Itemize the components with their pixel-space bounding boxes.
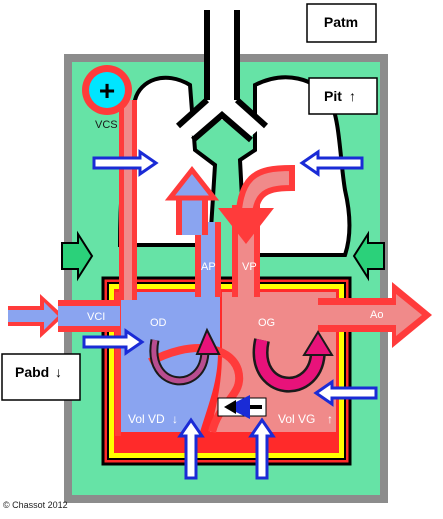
pressure-arrow-left-ventricle-bottom [248, 417, 276, 480]
pressure-arrow-right-lung [92, 149, 159, 177]
pressure-arrow-left-lung [299, 149, 364, 177]
od-label: OD [150, 317, 167, 329]
chest-wall-arrow-left [61, 230, 94, 282]
pulmonary-artery [164, 165, 221, 297]
pit-label: Pit [324, 88, 342, 104]
bronchi [175, 97, 269, 143]
inferior-vena-cava-arrow [8, 294, 120, 338]
vcs-plus-marker: + [82, 65, 132, 115]
vol-vg-label: Vol VG ↑ [278, 412, 333, 426]
svg-text:Vol VD: Vol VD [128, 412, 165, 426]
pabd-box: Pabd ↓ [1, 353, 81, 401]
pulmonary-vein [218, 164, 295, 297]
patm-label: Patm [324, 14, 358, 30]
left-ventricle-rotation-arrow [252, 330, 334, 393]
aorta-arrow [318, 282, 432, 348]
superior-vena-cava [119, 100, 137, 300]
vci-label: VCI [87, 311, 105, 323]
up-arrow-icon: ↑ [349, 88, 356, 104]
pressure-arrow-left-ventricle [313, 379, 378, 407]
copyright-label: © Chassot 2012 [3, 500, 68, 510]
up-arrow-icon: ↑ [327, 412, 333, 426]
pabd-label: Pabd [15, 364, 49, 380]
vol-vd-label: Vol VD ↓ [128, 412, 178, 426]
ao-label: Ao [370, 309, 383, 321]
patm-box: Patm [306, 3, 377, 43]
ap-label: AP [201, 261, 216, 273]
pressure-arrow-right-atrium [82, 328, 145, 356]
septal-shift-arrow [217, 395, 267, 419]
pressure-arrow-right-ventricle-bottom [177, 417, 205, 480]
vcs-label: VCS [95, 119, 118, 131]
svg-text:Vol VG: Vol VG [278, 412, 315, 426]
vp-label: VP [242, 261, 257, 273]
pit-box: Pit ↑ [308, 77, 378, 115]
og-label: OG [258, 317, 275, 329]
down-arrow-icon: ↓ [172, 412, 178, 426]
down-arrow-icon: ↓ [55, 364, 62, 380]
chest-wall-arrow-right [352, 230, 385, 282]
right-ventricle-rotation-arrow [149, 327, 221, 386]
plus-icon: + [99, 75, 115, 106]
